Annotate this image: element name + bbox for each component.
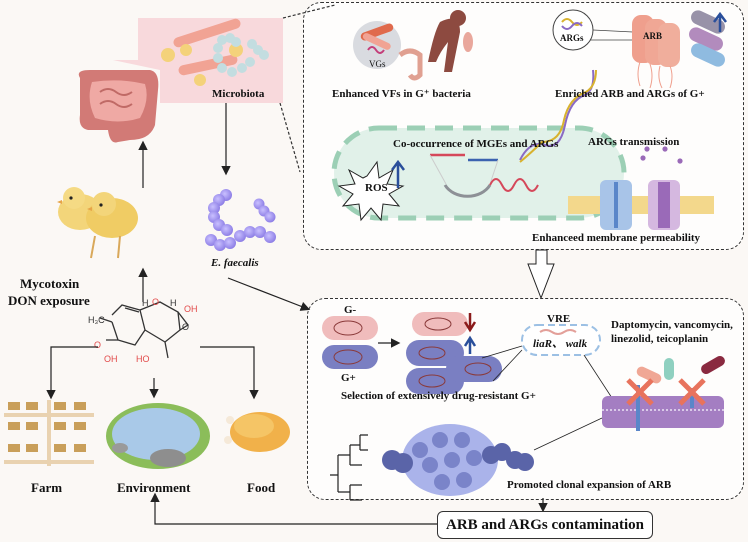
contamination-label: ARB and ARGs contamination (446, 516, 644, 533)
gpos-label: G+ (341, 372, 356, 384)
don-to-farm-arrow (46, 346, 98, 400)
vf-caption: Enhanced VFs in G⁺ bacteria (332, 88, 471, 100)
intestine-illustration (78, 70, 159, 143)
args-label: ARGs (560, 33, 584, 43)
drugs-label-line2: linezolid, teicoplanin (611, 333, 709, 345)
selection-caption: Selection of extensively drug-resistant … (341, 390, 536, 402)
genes-label: liaR、 walk (533, 338, 588, 350)
gneg-decrease-arrow-icon (463, 313, 477, 333)
molecule-atom-oh-2: OH (184, 304, 198, 314)
membrane-channel-illustration (568, 146, 714, 230)
zoom-connector-bottom (279, 102, 301, 173)
molecule-atom-ho: HO (136, 354, 150, 364)
exposure-label-line1: Mycotoxin (20, 276, 80, 291)
dna-transmission-illustration (519, 69, 597, 163)
exposure-label-line2: DON exposure (8, 293, 90, 308)
molecule-atom-o-epoxide: O (182, 322, 189, 332)
vre-gene-bubble (481, 324, 613, 399)
drug-membrane-illustration (602, 356, 725, 431)
ros-star-icon (337, 160, 405, 222)
arb-label: ARB (643, 31, 663, 41)
gram-positive-cell (322, 345, 378, 369)
transmission-caption: ARGs transmission (588, 136, 680, 148)
bacterial-cell-illustration (331, 125, 627, 221)
molecule-atom-h-2: H (170, 298, 177, 308)
destination-environment-label: Environment (117, 480, 191, 495)
mge-caption: Co-occurrence of MGEs and ARGs (393, 138, 559, 150)
clonal-caption: Promoted clonal expansion of ARB (507, 479, 672, 491)
microbiota-box (113, 18, 283, 103)
zoom-connector-top (282, 4, 336, 19)
ros-label: ROS (365, 182, 388, 194)
microbiota-label: Microbiota (212, 88, 265, 100)
gneg-label: G- (344, 304, 357, 316)
molecule-atom-oh-1: OH (104, 354, 118, 364)
args-circle-illustration (552, 9, 634, 51)
don-molecule-structure (99, 301, 189, 359)
chicks-illustration (57, 187, 138, 259)
ros-increase-arrow-icon (391, 159, 405, 188)
enterococcus-illustration (205, 189, 276, 251)
clone-to-membrane-line (533, 417, 603, 451)
clonal-colony-illustration (382, 424, 534, 496)
drugs-label-line1: Daptomycin, vancomycin, (611, 319, 733, 331)
vre-label: VRE (547, 313, 571, 325)
don-to-food-arrow (200, 346, 259, 400)
argb-caption: Enriched ARB and ARGs of G+ (555, 88, 705, 100)
efaecalis-label: E. faecalis (211, 257, 259, 269)
membrane-caption: Enhanceed membrane permeability (532, 232, 701, 244)
destination-farm-label: Farm (31, 480, 63, 495)
arb-increase-arrow-icon (713, 11, 727, 32)
arb-bacteria-illustration (632, 10, 725, 89)
phylogenetic-tree-icon (330, 434, 368, 501)
destination-food-label: Food (247, 480, 276, 495)
gram-negative-cell (322, 316, 378, 340)
pond-illustration (106, 403, 210, 469)
vgs-label: VGs (369, 59, 386, 69)
efaecalis-to-panel-arrow (227, 277, 311, 311)
selected-cells (406, 312, 502, 394)
gpos-increase-arrow-icon (463, 335, 477, 354)
panel-transition-arrow (527, 249, 555, 300)
vgs-circle-illustration (353, 21, 401, 69)
molecule-atom-o-ring: O (152, 297, 159, 307)
contamination-to-environment-arrow (150, 492, 437, 525)
farm-illustration (4, 400, 94, 466)
mge-plasmid-illustration (429, 153, 539, 198)
molecule-atom-h3c: H₃C (88, 315, 105, 325)
sick-person-illustration (398, 10, 473, 81)
molecule-atom-h-1: H (142, 298, 149, 308)
contamination-outcome-box: ARB and ARGs contamination (437, 511, 653, 539)
roast-chicken-illustration (224, 412, 290, 452)
molecule-atom-o-ketone: O (94, 340, 101, 350)
